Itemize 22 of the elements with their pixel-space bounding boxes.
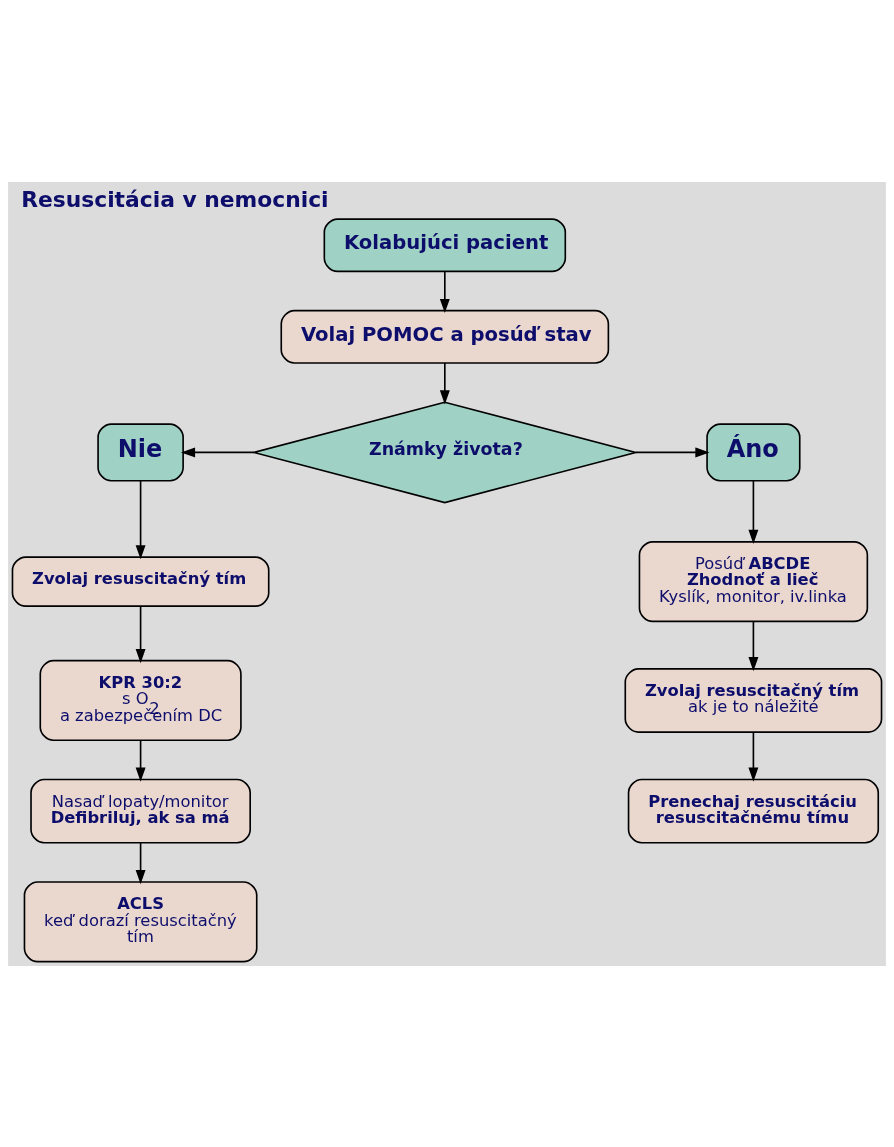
node-box: Volaj POMOC a posúď stav [280,309,610,364]
arrow [635,446,710,457]
diagram-title: Resuscitácia v nemocnici [21,186,329,212]
arrow [748,479,759,544]
arrow [748,731,759,782]
node-box: Áno [706,422,801,482]
arrow [748,620,759,671]
node-box: ACLS keď dorazí resuscitačný tím [23,880,258,962]
arrow [135,605,146,663]
node-box: Nasaď lopaty/monitor Defibriluj, ak sa má [30,778,251,844]
node-box: Prenechaj resuscitáciu resuscitačnému tímu [627,778,880,844]
arrow [135,739,146,782]
node-box: Zvolaj resuscitačný tím [11,555,270,607]
arrow [439,361,450,404]
node-box: Nie [97,422,184,482]
arrow [439,270,450,313]
node-box: Zvolaj resuscitačný tím ak je to náležité [624,667,883,733]
arrow [135,841,146,884]
arrow [180,446,255,457]
node-box: Posúď ABCDE Zhodnoť a lieč Kyslík, monitor, iv.linka [638,540,869,622]
arrow [135,479,146,559]
node-box: Kolabujúci pacient [323,217,567,272]
